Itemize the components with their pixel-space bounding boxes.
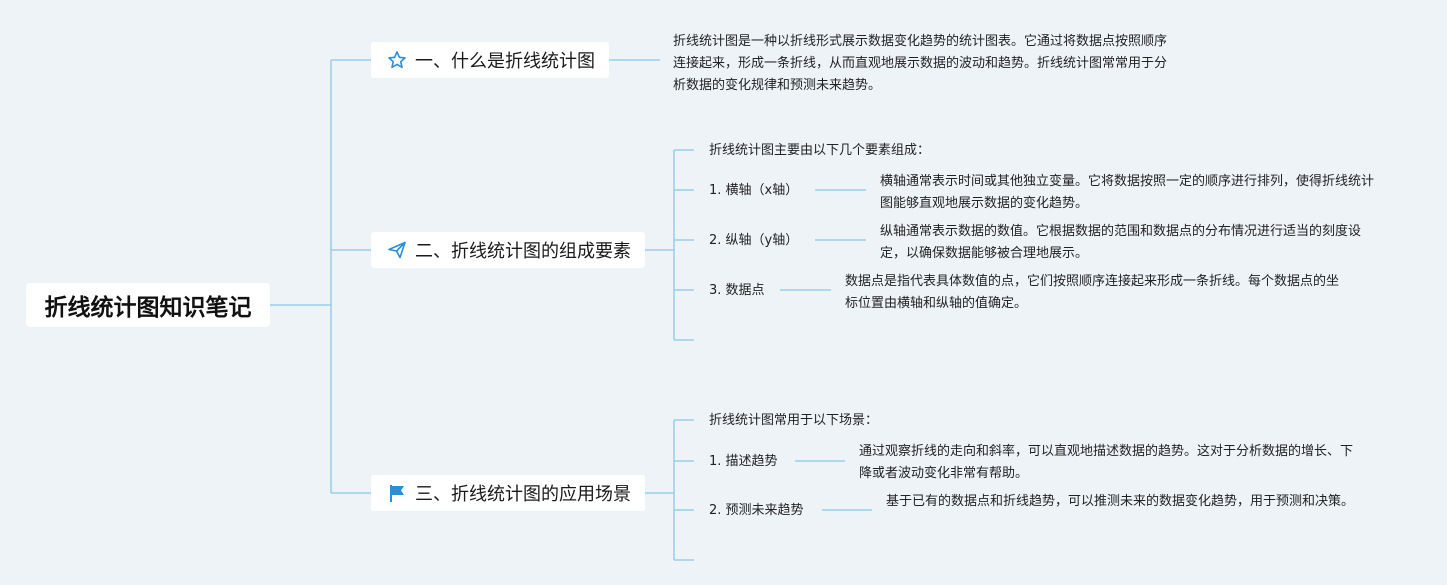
star-icon (387, 49, 409, 71)
root-topic[interactable]: 折线统计图知识笔记 (26, 283, 270, 327)
item-label[interactable]: 1. 描述趋势 (709, 454, 778, 469)
branch-applications[interactable]: 三、折线统计图的应用场景 (371, 475, 645, 511)
item-label[interactable]: 2. 预测未来趋势 (709, 503, 804, 518)
flag-icon (387, 482, 409, 504)
applications-intro: 折线统计图常用于以下场景： (709, 413, 879, 428)
item-label[interactable]: 2. 纵轴（y轴） (709, 233, 799, 248)
item-detail: 通过观察折线的走向和斜率，可以直观地描述数据的趋势。这对于分析数据的增长、下降或… (859, 444, 1354, 481)
item-label[interactable]: 3. 数据点 (709, 283, 765, 298)
item-label[interactable]: 1. 横轴（x轴） (709, 183, 799, 198)
item-detail: 数据点是指代表具体数值的点，它们按照顺序连接起来形成一条折线。每个数据点的坐标位… (845, 274, 1340, 311)
branch-title: 三、折线统计图的应用场景 (415, 484, 631, 505)
branch-title: 二、折线统计图的组成要素 (415, 241, 631, 262)
item-detail: 纵轴通常表示数据的数值。它根据数据的范围和数据点的分布情况进行适当的刻度设定，以… (880, 224, 1362, 261)
branch-title: 一、什么是折线统计图 (415, 51, 595, 72)
branch-what-is[interactable]: 一、什么是折线统计图 (371, 42, 609, 78)
item-detail: 基于已有的数据点和折线趋势，可以推测未来的数据变化趋势，用于预测和决策。 (886, 494, 1355, 509)
branch-components[interactable]: 二、折线统计图的组成要素 (371, 232, 645, 268)
root-title: 折线统计图知识笔记 (44, 295, 252, 321)
paper-plane-icon (387, 239, 409, 261)
components-intro: 折线统计图主要由以下几个要素组成： (709, 143, 931, 158)
item-detail: 横轴通常表示时间或其他独立变量。它将数据按照一定的顺序进行排列，使得折线统计图能… (880, 174, 1375, 211)
branch-description: 折线统计图是一种以折线形式展示数据变化趋势的统计图表。它通过将数据点按照顺序连接… (673, 34, 1168, 93)
